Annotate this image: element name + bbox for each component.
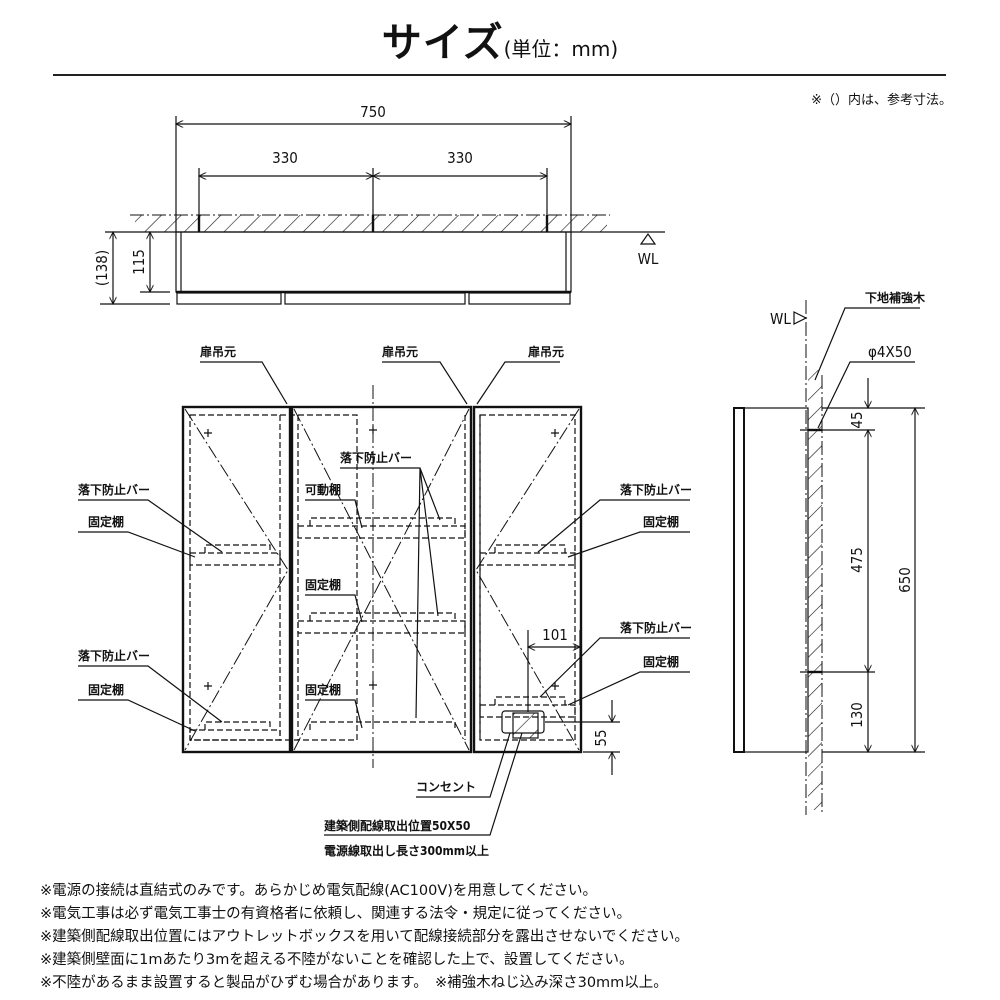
reinforcement-label: 下地補強木 [865, 290, 926, 305]
cable-length-label: 電源線取出し長さ300mm以上 [324, 843, 489, 858]
front-view: 101 55 扉吊元 扉吊元 扉吊元 落下防止バー 固定棚 落下防止バー 固定棚… [78, 344, 692, 858]
wall-hatch [135, 215, 607, 232]
top-view: 750 330 330 WL 115 (138) [93, 103, 665, 304]
movable-shelf-label: 可動棚 [305, 482, 341, 497]
unit-text: (単位：mm) [503, 37, 619, 61]
title-text: サイズ [381, 20, 504, 66]
dim-650: 650 [896, 567, 914, 593]
note-2: ※電気工事は必ず電気工事士の有資格者に依頼し、関連する法令・規定に従ってください… [40, 906, 631, 922]
dim-330-right: 330 [447, 149, 473, 167]
dim-330-left: 330 [272, 149, 298, 167]
side-view: 45 475 130 650 WL 下地補強木 φ4X50 [733, 290, 926, 815]
left-bar-lower-label: 落下防止バー [78, 648, 150, 663]
middle-bar-label: 落下防止バー [340, 450, 412, 465]
dim-130: 130 [848, 702, 866, 728]
dim-475: 475 [848, 547, 866, 573]
left-door [181, 405, 292, 754]
left-shelf-upper-label: 固定棚 [88, 514, 124, 529]
right-door [472, 405, 583, 754]
wiring-position-label: 建築側配線取出位置50X50 [323, 818, 470, 833]
title-rule [53, 74, 946, 76]
wiring-box [512, 712, 539, 739]
hinge-label-3: 扉吊元 [528, 344, 564, 359]
outlet-label: コンセント [416, 780, 476, 794]
right-shelf-upper-label: 固定棚 [643, 514, 679, 529]
right-shelf-lower-label: 固定棚 [643, 654, 679, 669]
right-bar-upper-label: 落下防止バー [620, 482, 692, 497]
note-5: ※不陸があるまま設置すると製品がひずむ場合があります。 ※補強木ねじ込み深さ30… [40, 975, 668, 991]
right-bar-lower-label: 落下防止バー [620, 620, 692, 635]
page-title: サイズ(単位：mm) [0, 10, 1000, 68]
left-shelf-lower-label: 固定棚 [88, 682, 124, 697]
dim-138: (138) [93, 250, 111, 286]
left-bar-upper-label: 落下防止バー [78, 482, 150, 497]
hinge-label-1: 扉吊元 [200, 344, 236, 359]
wl-label-side: WL [770, 310, 791, 328]
note-4: ※建築側壁面に1mあたり3mを超える不陸がないことを確認した上で、設置してくださ… [40, 952, 634, 968]
screw-label: φ4X50 [868, 343, 912, 361]
note-3: ※建築側配線取出位置にはアウトレットボックスを用いて配線接続部分を露出させないで… [40, 929, 689, 945]
dim-45: 45 [848, 411, 866, 428]
fixed-shelf-middle-label: 固定棚 [305, 577, 341, 592]
wl-label-top: WL [638, 250, 659, 268]
dim-55: 55 [592, 729, 610, 746]
cabinet-body-top [175, 231, 572, 293]
dim-101: 101 [542, 626, 568, 644]
middle-door [290, 405, 473, 754]
hinge-label-2: 扉吊元 [382, 344, 418, 359]
reinforcement-hatch [808, 370, 822, 810]
dim-115: 115 [130, 249, 148, 275]
notes: ※電源の接続は直結式のみです。あらかじめ電気配線(AC100V)を用意してくださ… [40, 880, 689, 995]
dim-750: 750 [360, 103, 386, 121]
fixed-shelf-bottom-label: 固定棚 [305, 682, 341, 697]
reference-note: ※（）内は、参考寸法。 [811, 93, 952, 108]
note-1: ※電源の接続は直結式のみです。あらかじめ電気配線(AC100V)を用意してくださ… [40, 883, 598, 899]
